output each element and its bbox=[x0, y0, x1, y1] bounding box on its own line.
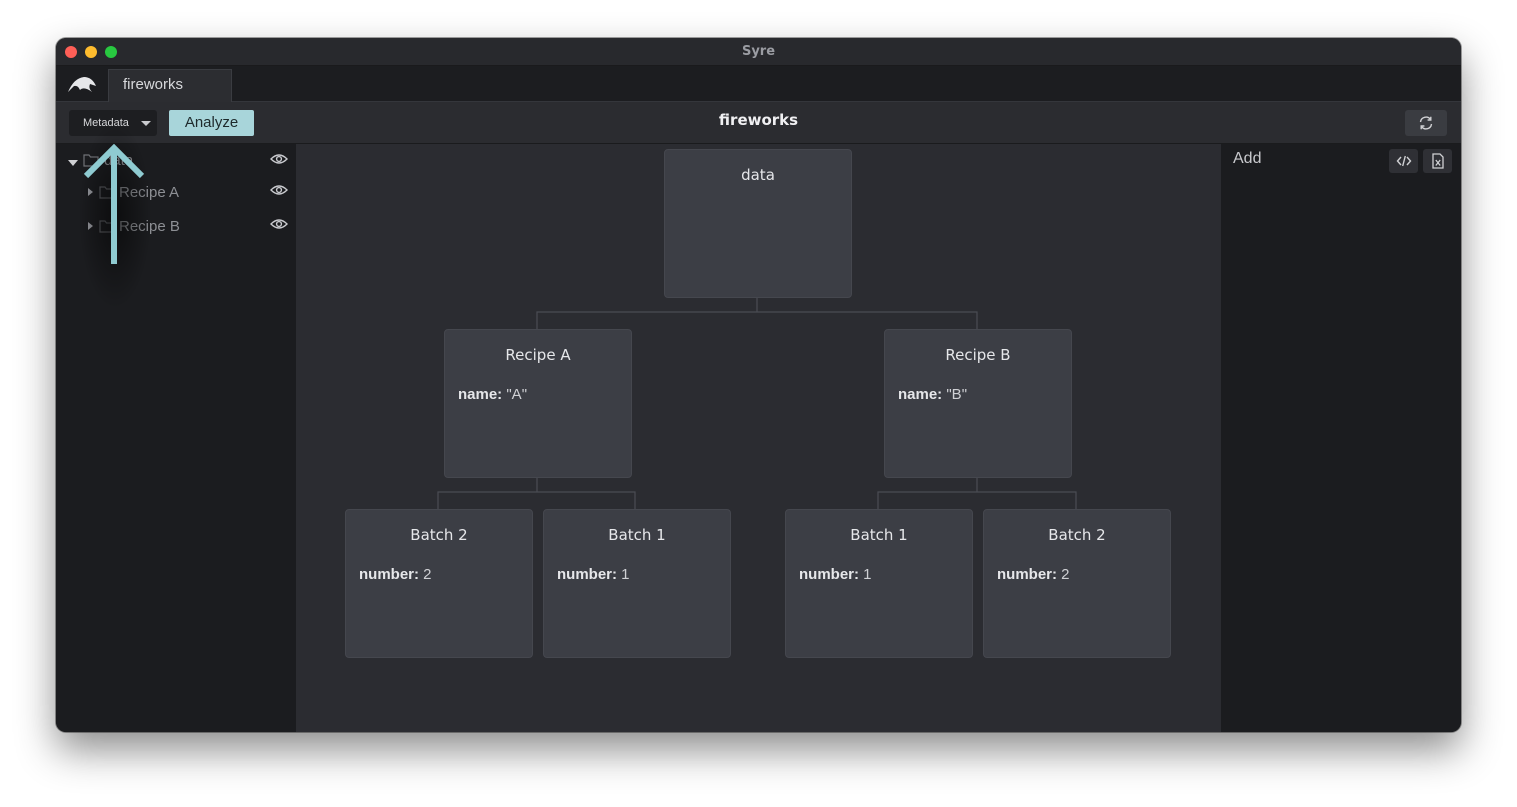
tab-label: fireworks bbox=[123, 76, 184, 93]
graph-node-batch[interactable]: Batch 2 number: 2 bbox=[983, 509, 1171, 658]
node-title: Batch 2 bbox=[410, 526, 468, 544]
property-value: 2 bbox=[1061, 566, 1070, 583]
add-panel-title: Add bbox=[1233, 150, 1262, 167]
node-property: number: 1 bbox=[799, 566, 872, 583]
node-property: number: 2 bbox=[359, 566, 432, 583]
close-window-button[interactable] bbox=[65, 46, 77, 58]
maximize-window-button[interactable] bbox=[105, 46, 117, 58]
refresh-button[interactable] bbox=[1405, 110, 1447, 136]
property-value: "B" bbox=[946, 386, 968, 403]
node-title: Batch 2 bbox=[1048, 526, 1106, 544]
node-property: number: 2 bbox=[997, 566, 1070, 583]
tab-bar: fireworks bbox=[56, 66, 1461, 102]
property-key: number: bbox=[799, 566, 859, 583]
add-script-button[interactable] bbox=[1389, 149, 1418, 173]
add-excel-button[interactable] bbox=[1423, 149, 1452, 173]
property-value: "A" bbox=[506, 386, 528, 403]
graph-canvas[interactable]: data Recipe A name: "A" Recipe B name: "… bbox=[296, 144, 1221, 732]
graph-node-batch[interactable]: Batch 2 number: 2 bbox=[345, 509, 533, 658]
graph-node-batch[interactable]: Batch 1 number: 1 bbox=[785, 509, 973, 658]
eye-icon[interactable] bbox=[270, 217, 288, 231]
node-title: Recipe A bbox=[505, 346, 571, 364]
property-key: number: bbox=[997, 566, 1057, 583]
excel-file-icon bbox=[1432, 153, 1444, 169]
property-key: name: bbox=[458, 386, 503, 403]
window-title: Syre bbox=[741, 44, 776, 59]
node-property: number: 1 bbox=[557, 566, 630, 583]
eye-icon[interactable] bbox=[270, 183, 288, 197]
node-property: name: "A" bbox=[458, 386, 527, 403]
properties-panel: Add bbox=[1221, 144, 1461, 732]
node-title: Batch 1 bbox=[608, 526, 666, 544]
property-value: 1 bbox=[621, 566, 630, 583]
eye-icon[interactable] bbox=[270, 152, 288, 166]
project-title: fireworks bbox=[718, 111, 799, 129]
property-key: number: bbox=[557, 566, 617, 583]
analyze-button[interactable]: Analyze bbox=[169, 110, 254, 136]
graph-node-batch[interactable]: Batch 1 number: 1 bbox=[543, 509, 731, 658]
title-bar: Syre bbox=[56, 38, 1461, 66]
minimize-window-button[interactable] bbox=[85, 46, 97, 58]
code-icon bbox=[1396, 155, 1412, 167]
tab-fireworks[interactable]: fireworks bbox=[108, 69, 232, 102]
graph-connectors bbox=[437, 298, 1077, 510]
node-property: name: "B" bbox=[898, 386, 967, 403]
chevron-down-icon bbox=[141, 121, 151, 126]
syre-logo-icon[interactable] bbox=[66, 74, 98, 94]
node-title: Batch 1 bbox=[850, 526, 908, 544]
refresh-icon bbox=[1419, 116, 1433, 130]
caret-down-icon[interactable] bbox=[68, 160, 78, 166]
graph-node-recipe-a[interactable]: Recipe A name: "A" bbox=[444, 329, 632, 478]
property-key: name: bbox=[898, 386, 943, 403]
node-title: data bbox=[741, 166, 775, 184]
property-value: 1 bbox=[863, 566, 872, 583]
property-key: number: bbox=[359, 566, 419, 583]
node-title: Recipe B bbox=[945, 346, 1011, 364]
graph-node-recipe-b[interactable]: Recipe B name: "B" bbox=[884, 329, 1072, 478]
toolbar: Metadata Analyze fireworks bbox=[56, 102, 1461, 144]
app-window: Syre fireworks Metadata Analyze firework… bbox=[56, 38, 1461, 732]
property-value: 2 bbox=[423, 566, 432, 583]
arrow-up-icon bbox=[83, 144, 145, 264]
graph-node-data[interactable]: data bbox=[664, 149, 852, 298]
